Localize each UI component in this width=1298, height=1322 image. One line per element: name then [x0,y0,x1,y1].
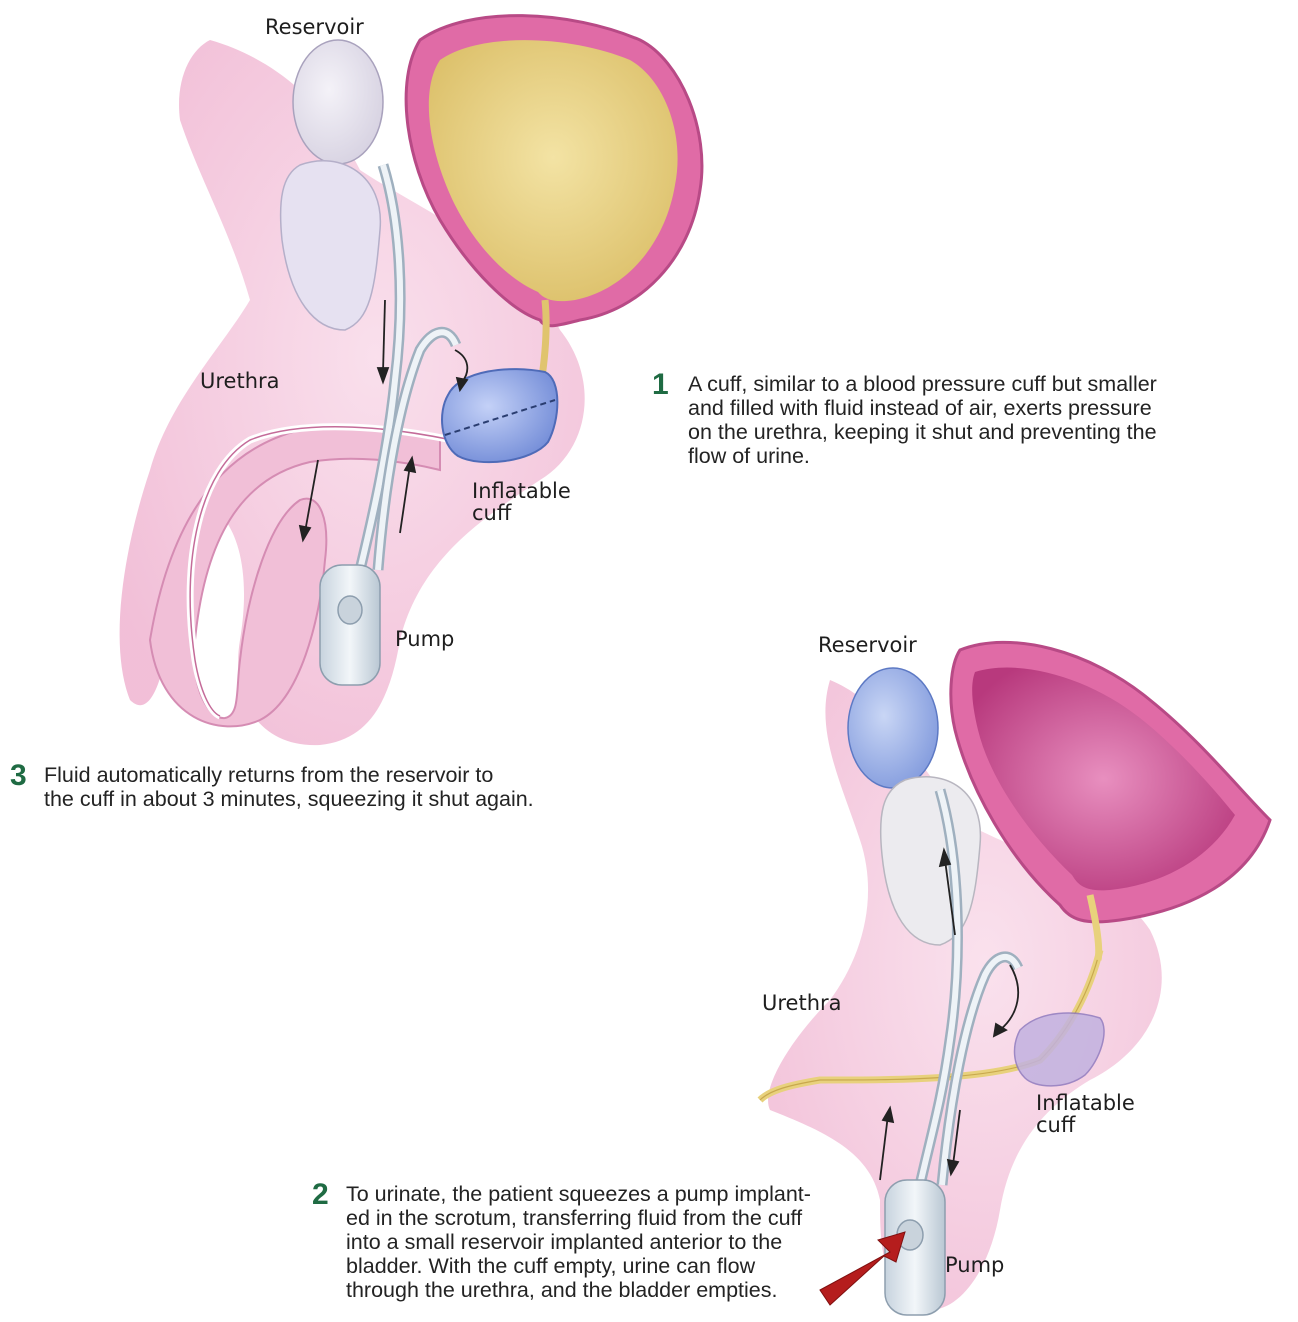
bottom-illustration [760,642,1270,1315]
step-1-line: A cuff, similar to a blood pressure cuff… [688,372,1157,396]
step-1-line: and filled with fluid instead of air, ex… [688,396,1157,420]
bottom-reservoir [848,668,938,788]
step-2-number: 2 [312,1178,329,1212]
top-pump-label: Pump [395,628,454,650]
step-3-number: 3 [10,759,27,793]
bottom-cuff-label: Inflatable cuff [1036,1092,1135,1136]
step-2-line: through the urethra, and the bladder emp… [346,1278,811,1302]
bottom-cuff-label-line2: cuff [1036,1114,1135,1136]
top-cuff-label-line2: cuff [472,502,571,524]
bottom-pump-label: Pump [945,1254,1004,1276]
step-2-line: bladder. With the cuff empty, urine can … [346,1254,811,1278]
step-1-text: A cuff, similar to a blood pressure cuff… [688,372,1157,468]
top-cuff-label: Inflatable cuff [472,480,571,524]
bottom-reservoir-label: Reservoir [818,634,917,656]
step-1-number: 1 [652,368,669,402]
step-2-line: To urinate, the patient squeezes a pump … [346,1182,811,1206]
top-pump [320,565,380,685]
step-1-line: flow of urine. [688,444,1157,468]
bottom-urethra-label: Urethra [762,992,842,1014]
top-reservoir-label: Reservoir [265,16,364,38]
step-2-text: To urinate, the patient squeezes a pump … [346,1182,811,1302]
step-2-line: into a small reservoir implanted anterio… [346,1230,811,1254]
top-cuff-label-line1: Inflatable [472,480,571,502]
bottom-cuff-label-line1: Inflatable [1036,1092,1135,1114]
step-3-line: the cuff in about 3 minutes, squeezing i… [44,787,534,811]
top-urethra-label: Urethra [200,370,280,392]
step-3-text: Fluid automatically returns from the res… [44,763,534,811]
top-reservoir [293,40,383,164]
step-2-line: ed in the scrotum, transferring fluid fr… [346,1206,811,1230]
step-3-line: Fluid automatically returns from the res… [44,763,534,787]
step-1-line: on the urethra, keeping it shut and prev… [688,420,1157,444]
